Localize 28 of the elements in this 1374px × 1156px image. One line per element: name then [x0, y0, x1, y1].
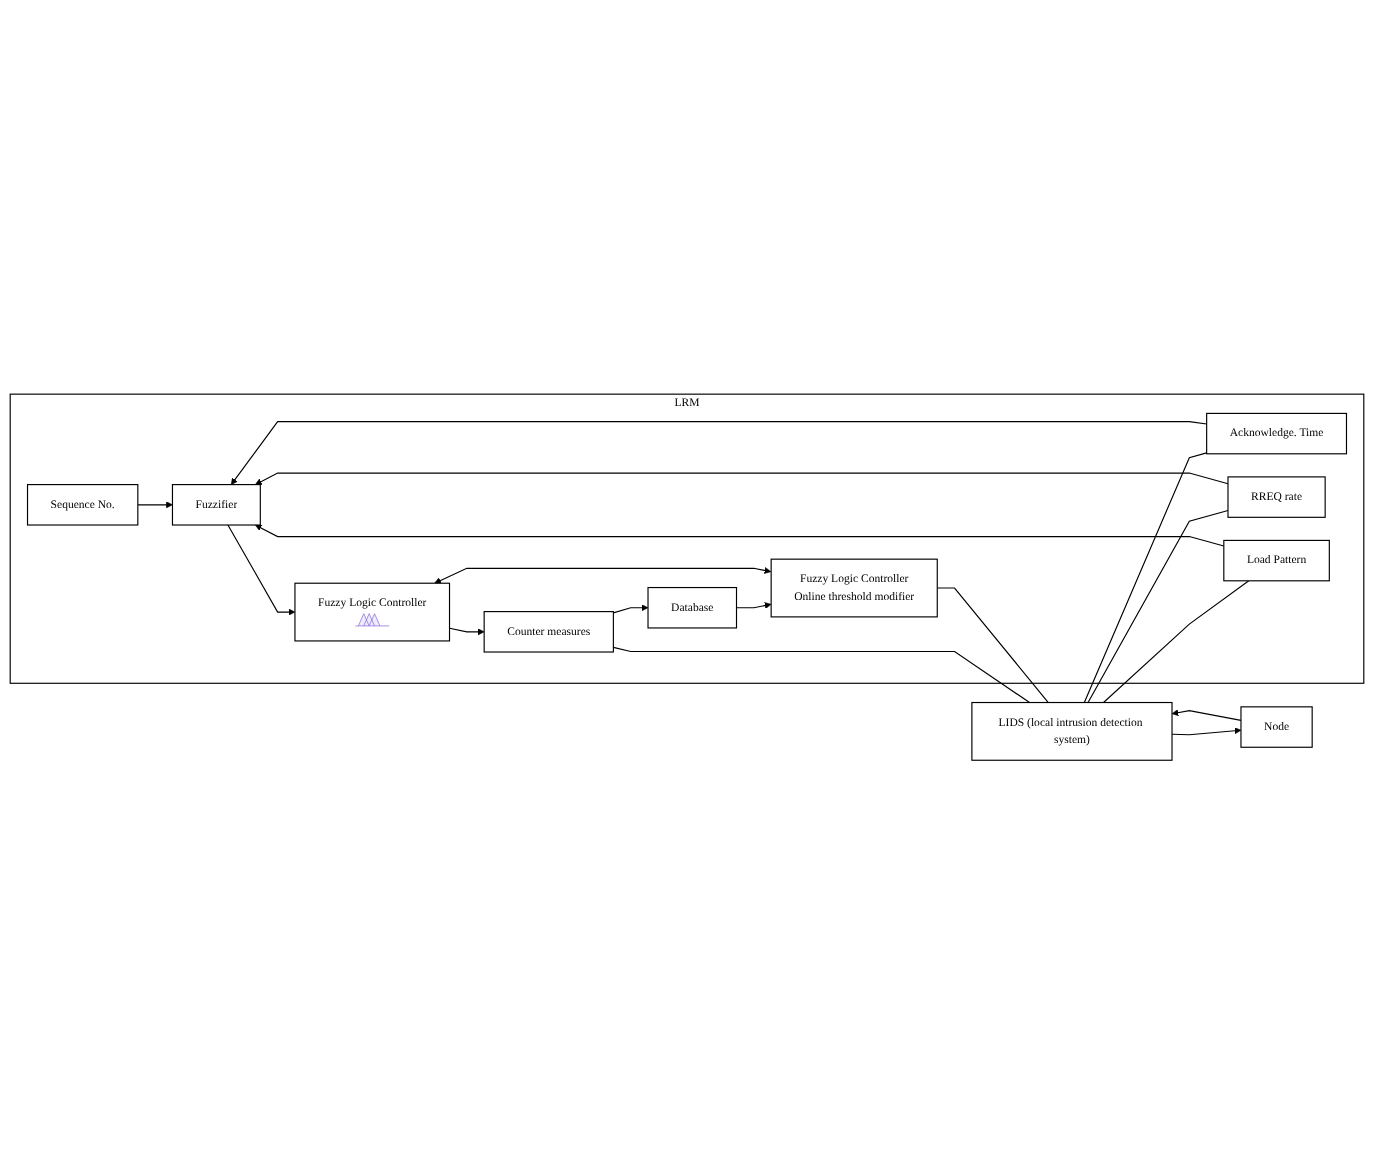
node-box [1227, 477, 1326, 519]
arrow [1171, 728, 1242, 737]
node-box [971, 702, 1173, 762]
node-box [770, 559, 938, 619]
node-box [294, 583, 451, 643]
node-box [1206, 413, 1348, 456]
connector [1087, 510, 1229, 704]
arrow [137, 502, 173, 509]
node-box [1223, 540, 1330, 583]
arrow [255, 473, 1229, 486]
node-box [26, 484, 139, 527]
arrow [227, 525, 296, 617]
arrow [735, 603, 772, 610]
connector [1102, 581, 1250, 704]
cluster [9, 394, 1365, 685]
node-box [647, 587, 738, 630]
connector [1083, 453, 1208, 704]
arrow [1171, 710, 1242, 722]
connector [936, 588, 1049, 704]
connector [612, 647, 1031, 704]
node-box [483, 611, 614, 654]
arrow [230, 421, 1208, 486]
arrow [448, 628, 485, 636]
node-box [171, 484, 261, 527]
arrow [612, 605, 649, 615]
arrow [255, 525, 1225, 548]
arrow [434, 567, 772, 585]
node-box [1240, 707, 1313, 749]
